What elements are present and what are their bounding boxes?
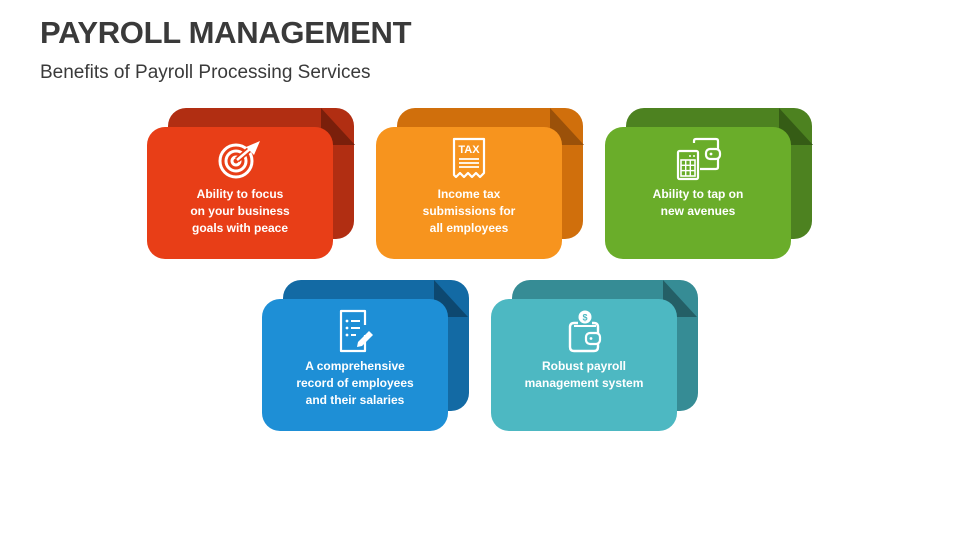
page-title: PAYROLL MANAGEMENT [40, 15, 412, 50]
card-label-line: Ability to focus [196, 187, 284, 201]
card-label-line: Robust payroll [541, 359, 626, 373]
card-label-line: record of employees [296, 376, 414, 390]
benefit-card-income-tax: TAX Income tax submissions for all emplo… [376, 108, 584, 260]
card-label-line: submissions for [422, 204, 516, 218]
card-label-line: new avenues [660, 204, 736, 218]
benefit-card-new-avenues: Ability to tap on new avenues [605, 108, 813, 260]
card-label-line: Ability to tap on [652, 187, 744, 201]
page-subtitle: Benefits of Payroll Processing Services [40, 62, 371, 83]
benefit-card-focus: Ability to focus on your business goals … [147, 108, 355, 260]
card-front-panel: TAX Income tax submissions for all emplo… [376, 127, 562, 259]
document-edit-icon [339, 309, 373, 353]
card-label: Income tax submissions for all employees [384, 186, 554, 237]
tax-receipt-icon: TAX [452, 137, 486, 179]
benefit-card-employee-record: A comprehensive record of employees and … [262, 280, 470, 432]
card-label-line: management system [524, 376, 644, 390]
card-front-panel: Ability to focus on your business goals … [147, 127, 333, 259]
card-label-line: and their salaries [305, 393, 405, 407]
target-icon [218, 141, 260, 179]
benefit-card-payroll-system: $ Robust payroll management system [491, 280, 699, 432]
calculator-wallet-icon [676, 137, 722, 181]
card-front-panel: A comprehensive record of employees and … [262, 299, 448, 431]
card-label: Ability to focus on your business goals … [155, 186, 325, 237]
card-label-line: on your business [190, 204, 290, 218]
svg-text:$: $ [582, 313, 587, 323]
wallet-coin-icon: $ [568, 310, 602, 353]
card-label-line: all employees [429, 221, 509, 235]
card-label: Ability to tap on new avenues [613, 186, 783, 220]
svg-text:TAX: TAX [458, 144, 480, 156]
card-front-panel: $ Robust payroll management system [491, 299, 677, 431]
card-label: Robust payroll management system [499, 358, 669, 392]
card-label-line: goals with peace [191, 221, 289, 235]
card-label-line: Income tax [437, 187, 501, 201]
card-label: A comprehensive record of employees and … [270, 358, 440, 409]
card-front-panel: Ability to tap on new avenues [605, 127, 791, 259]
card-label-line: A comprehensive [305, 359, 405, 373]
